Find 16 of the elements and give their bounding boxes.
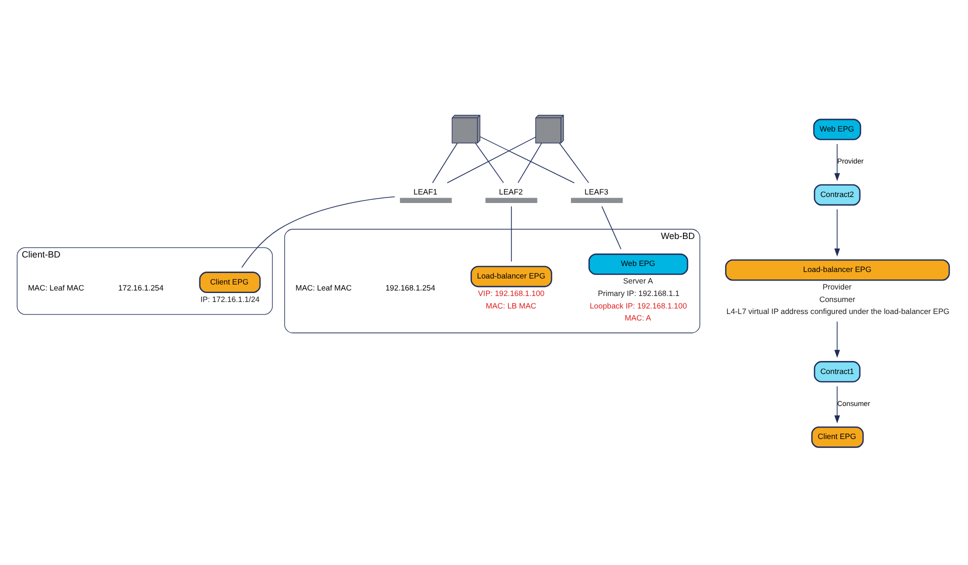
connector: [559, 142, 590, 183]
connector: [475, 142, 504, 183]
node-box: [400, 197, 452, 202]
connector: [432, 142, 458, 183]
node-box: [570, 197, 623, 202]
arrow: [834, 208, 840, 256]
connector: [241, 196, 396, 268]
arrow: [834, 320, 840, 358]
connector: [480, 136, 575, 183]
connector: [601, 206, 622, 250]
connector: [518, 142, 542, 183]
arrow: [834, 385, 840, 423]
node-box: [485, 197, 538, 202]
arrow: [834, 143, 840, 181]
connector: [510, 206, 512, 262]
connector: [446, 136, 536, 183]
